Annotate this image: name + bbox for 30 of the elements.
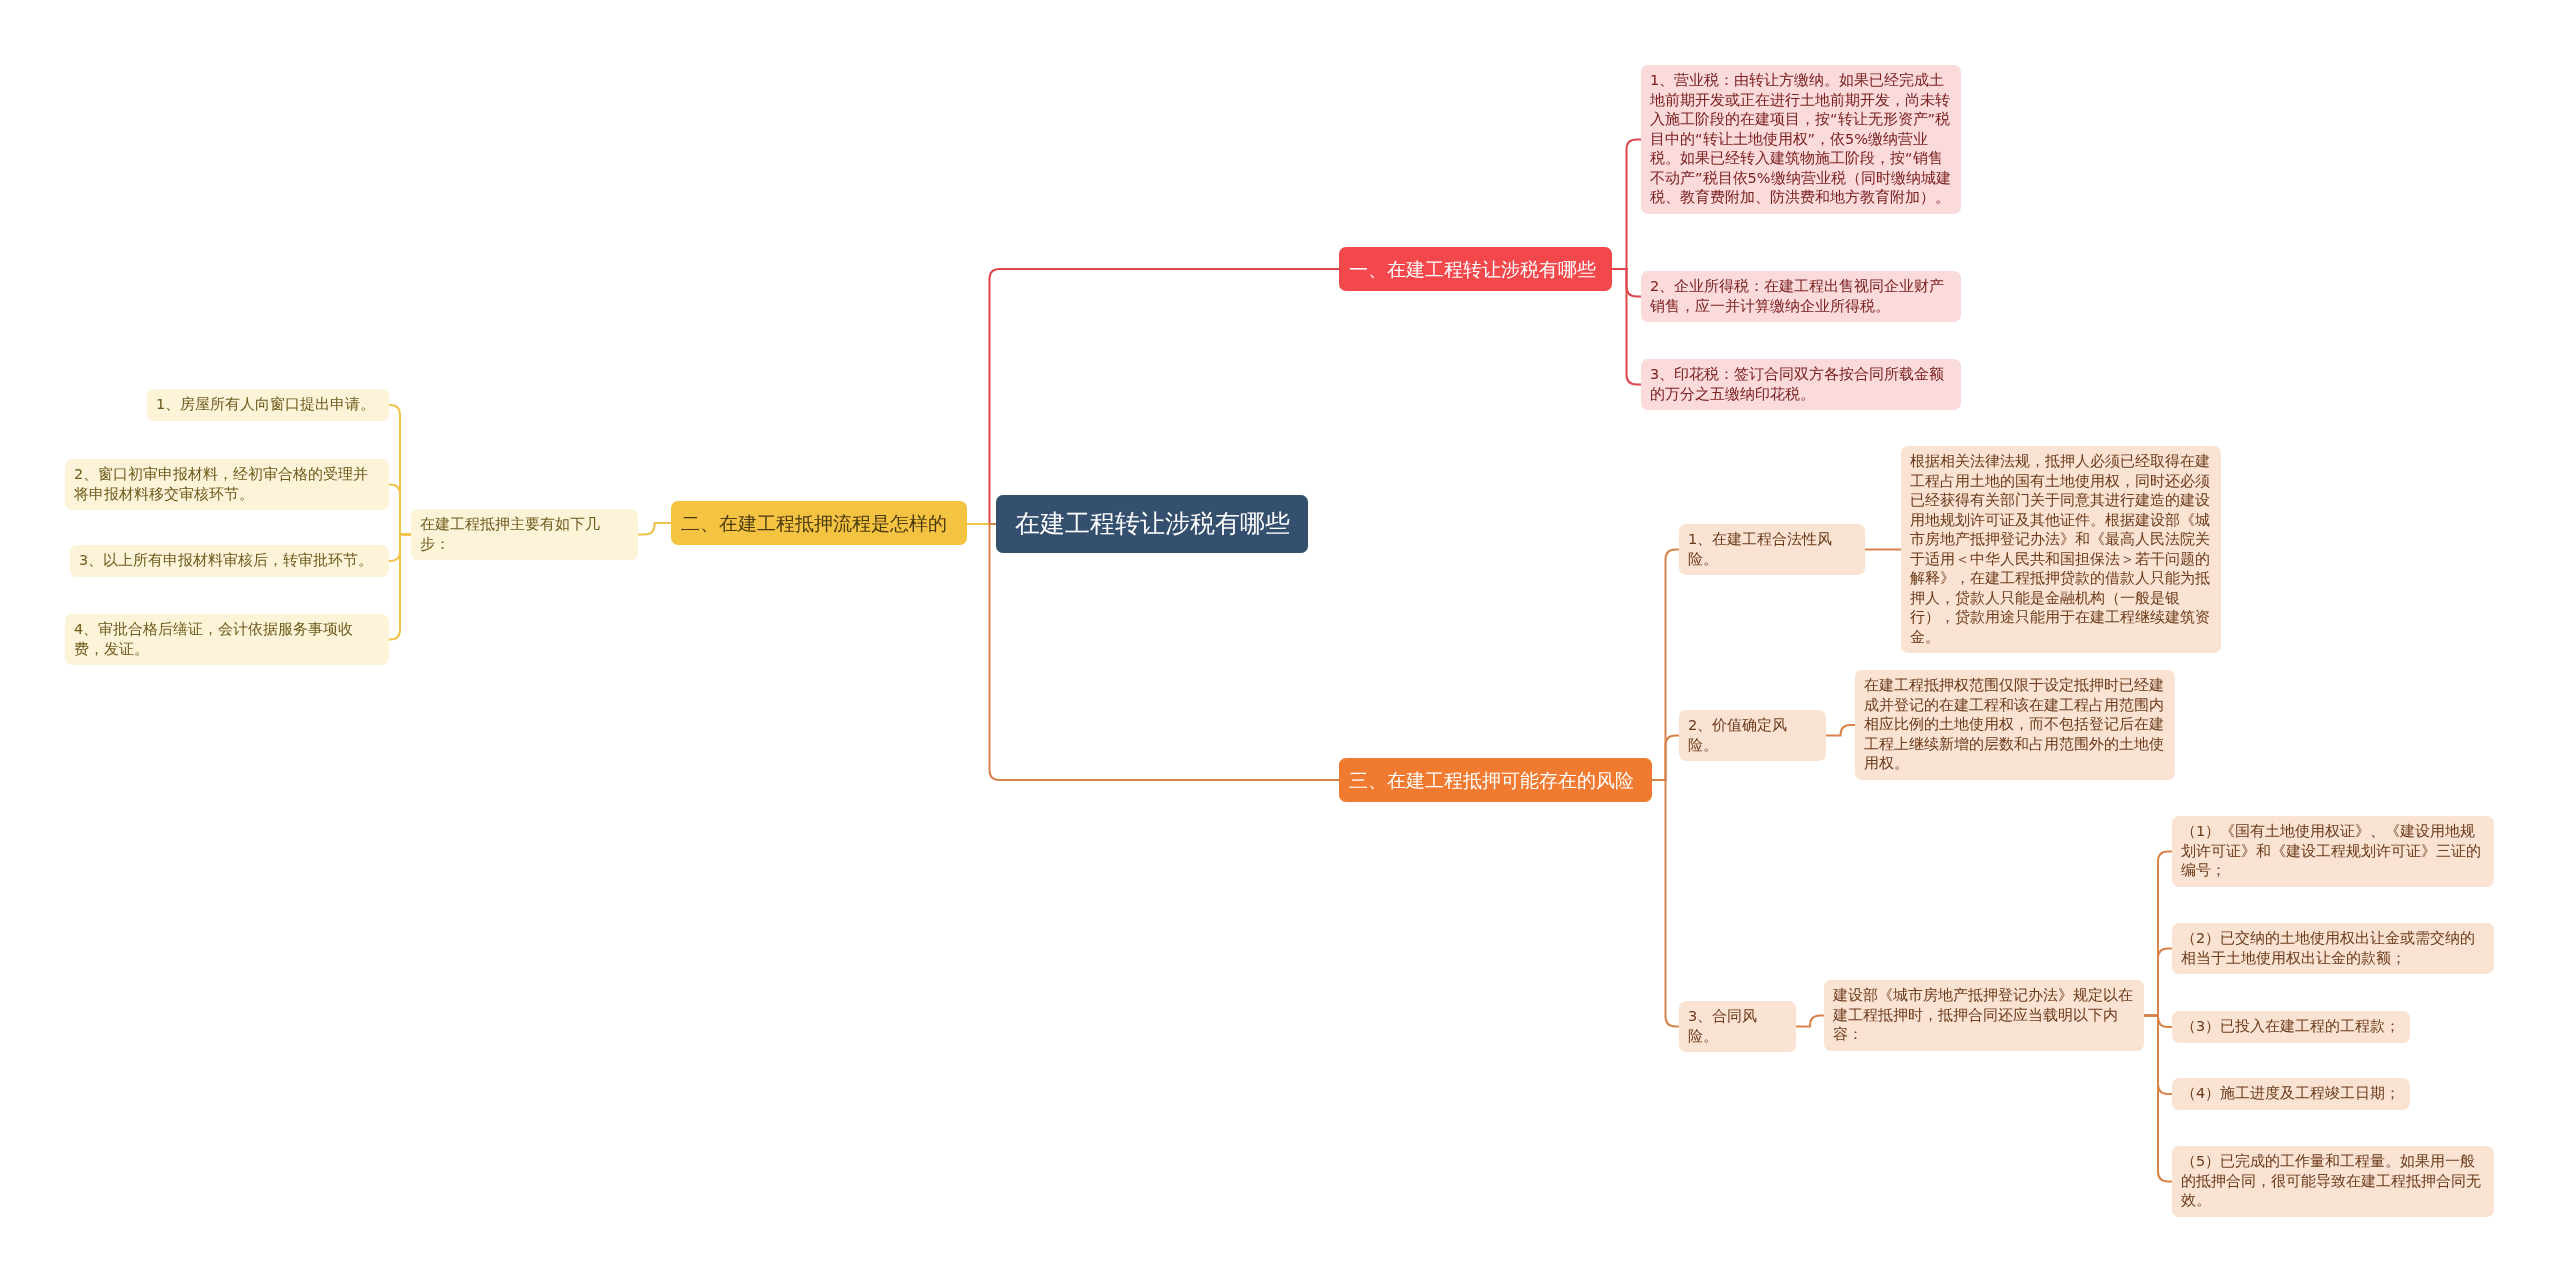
subtopic-box: 建设部《城市房地产抵押登记办法》规定以在建工程抵押时，抵押合同还应当载明以下内容：: [1824, 980, 2144, 1051]
subtopic-box: （5）已完成的工作量和工程量。如果用一般的抵押合同，很可能导致在建工程抵押合同无效。: [2172, 1146, 2494, 1217]
subtopic-box: （4）施工进度及工程竣工日期；: [2172, 1078, 2410, 1110]
subtopic-box: 4、审批合格后缮证，会计依据服务事项收费，发证。: [65, 614, 389, 665]
subtopic-box: 在建工程抵押主要有如下几步：: [411, 509, 638, 560]
connector-line: [1651, 779, 1680, 1028]
subtopic-box: 1、营业税：由转让方缴纳。如果已经完成土地前期开发或正在进行土地前期开发，尚未转入施工阶段的在建项目，按“转让无形资产”税目中的“转让土地使用权”，依5%缴纳营业税。如果已经转入建筑物施工阶段，按“销售不动产”税目依5%缴纳营业税（同时缴纳城建税、教育费附加、防洪费和地方教育附加）。: [1641, 65, 1961, 214]
subtopic-box: 1、房屋所有人向窗口提出申请。: [147, 389, 389, 421]
subtopic-box: 2、价值确定风险。: [1679, 710, 1826, 761]
connector-line: [1795, 1014, 1825, 1028]
branch-topic-box: 三、在建工程抵押可能存在的风险: [1339, 758, 1652, 802]
subtopic-box: （1）《国有土地使用权证》、《建设用地规划许可证》和《建设工程规划许可证》三证的编号；: [2172, 816, 2494, 887]
connector-line: [1864, 548, 1902, 551]
connector-line: [388, 533, 412, 641]
connector-line: [2143, 1014, 2173, 1183]
subtopic-box: 根据相关法律法规，抵押人必须已经取得在建工程占用土地的国有土地使用权，同时还必须已经获得有关部门关于同意其进行建造的建设用地规划许可证及其他证件。根据建设部《城市房地产抵押登记办法》和《最高人民法院关于适用＜中华人民共和国担保法＞若干问题的解释》，在建工程抵押贷款的借款人只能为抵押人，贷款人只能是金融机构（一般是银行），贷款用途只能用于在建工程继续建筑资金。: [1901, 446, 2221, 653]
subtopic-box: 3、印花税：签订合同双方各按合同所载金额的万分之五缴纳印花税。: [1641, 359, 1961, 410]
subtopic-box: 2、窗口初审申报材料，经初审合格的受理并将申报材料移交审核环节。: [65, 459, 389, 510]
subtopic-box: 在建工程抵押权范围仅限于设定抵押时已经建成并登记的在建工程和该在建工程占用范围内相应比例的土地使用权，而不包括登记后在建工程上继续新增的层数和占用范围外的土地使用权。: [1855, 670, 2175, 780]
branch-topic-box: 二、在建工程抵押流程是怎样的: [671, 501, 967, 545]
subtopic-box: 1、在建工程合法性风险。: [1679, 524, 1865, 575]
connector-line: [637, 522, 672, 536]
subtopic-box: （2）已交纳的土地使用权出让金或需交纳的相当于土地使用权出让金的款额；: [2172, 923, 2494, 974]
subtopic-box: 2、企业所得税：在建工程出售视同企业财产销售，应一并计算缴纳企业所得税。: [1641, 271, 1961, 322]
central-topic-box: 在建工程转让涉税有哪些: [996, 495, 1308, 553]
subtopic-box: （3）已投入在建工程的工程款；: [2172, 1011, 2410, 1043]
subtopic-box: 3、以上所有申报材料审核后，转审批环节。: [70, 545, 389, 577]
branch-topic-box: 一、在建工程转让涉税有哪些: [1339, 247, 1612, 291]
subtopic-box: 3、合同风险。: [1679, 1001, 1796, 1052]
connector-line: [1825, 724, 1856, 737]
